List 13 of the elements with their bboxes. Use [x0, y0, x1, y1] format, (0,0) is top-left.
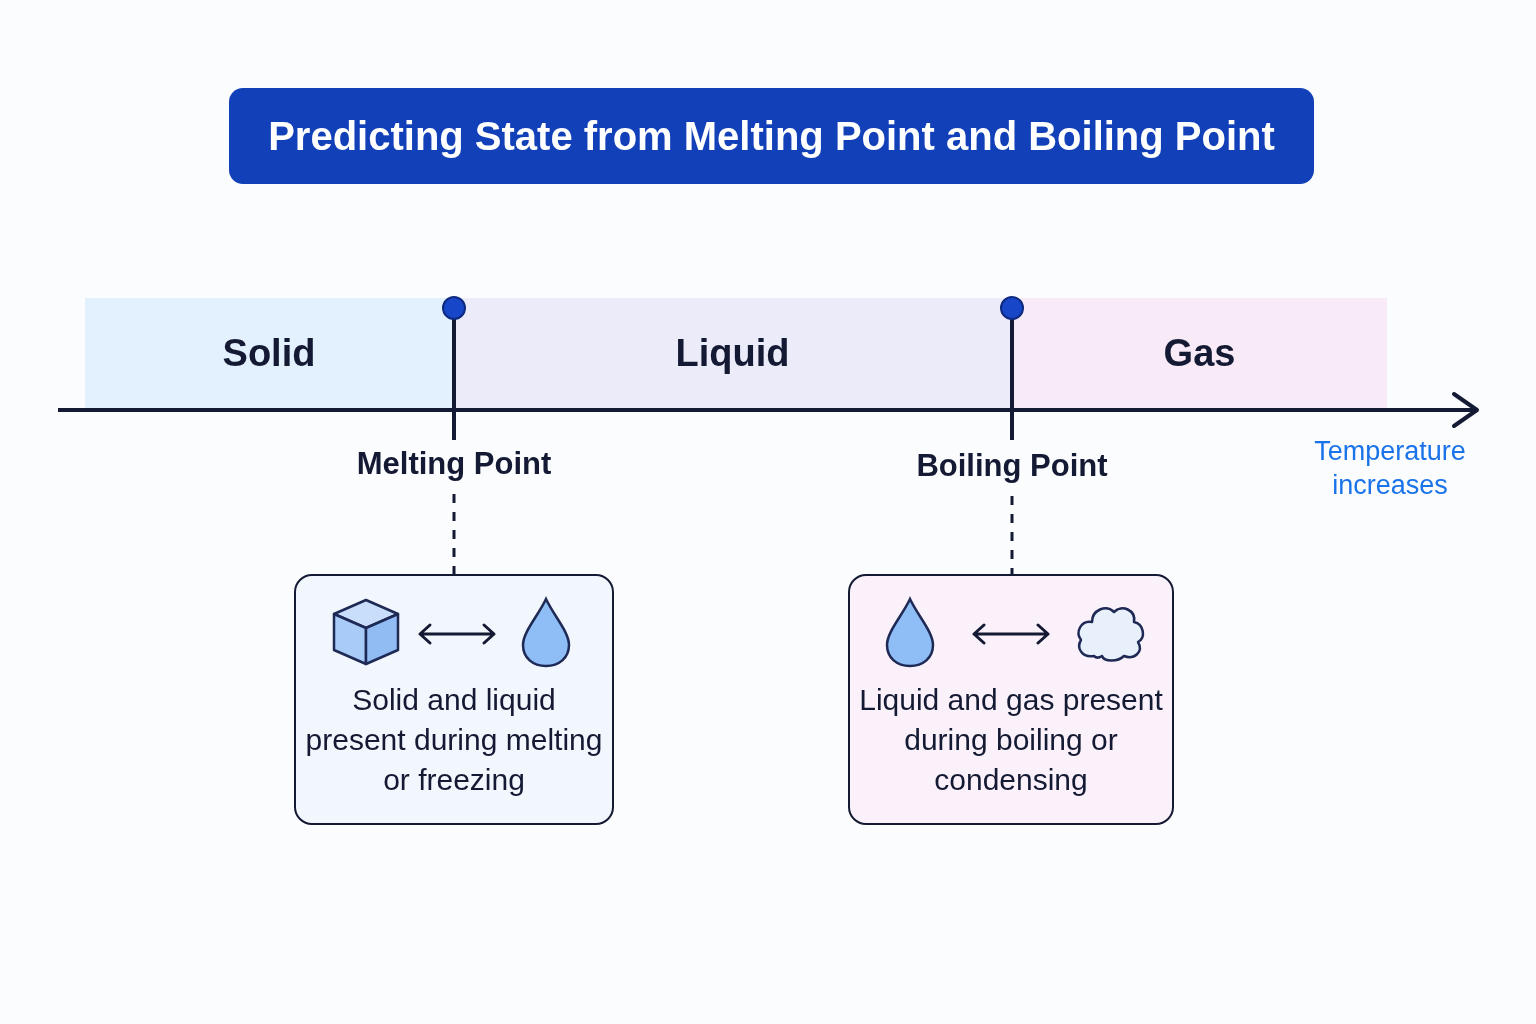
- dashed-leader-line: [1010, 496, 1014, 574]
- point-label: Melting Point: [334, 446, 574, 486]
- info-card: [848, 574, 1174, 825]
- dashed-leader-line: [452, 494, 456, 574]
- point-label: Boiling Point: [892, 448, 1132, 488]
- title-banner: Predicting State from Melting Point and Boiling Point: [229, 88, 1314, 184]
- axis-caption: Temperature increases: [1313, 435, 1467, 502]
- gas-region-band: Gas: [1012, 298, 1387, 408]
- card-text: Liquid and gas present during boiling or condensing: [858, 682, 1164, 798]
- card-text: Solid and liquid present during melting or freezing: [304, 682, 604, 798]
- liquid-region-band: Liquid: [453, 298, 1012, 408]
- info-card: [294, 574, 614, 825]
- solid-region-band: Solid: [85, 298, 453, 408]
